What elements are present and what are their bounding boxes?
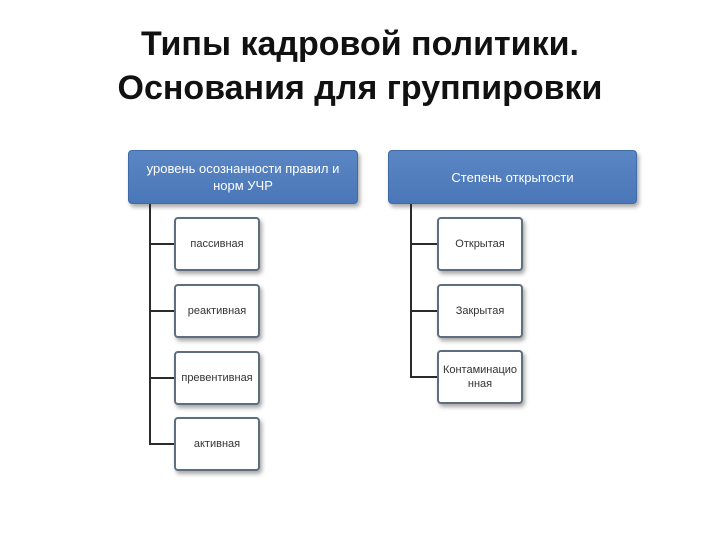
- right-connector-trunk: [410, 204, 412, 378]
- left-connector-branch: [149, 243, 174, 245]
- left-item-box: превентивная: [174, 351, 260, 405]
- right-connector-branch: [410, 243, 437, 245]
- right-item-box: Закрытая: [437, 284, 523, 338]
- left-header-box: уровень осознанности правил и норм УЧР: [128, 150, 358, 204]
- right-header-box: Степень открытости: [388, 150, 637, 204]
- right-connector-branch: [410, 376, 437, 378]
- right-item-box: Контаминацио нная: [437, 350, 523, 404]
- right-item-box: Открытая: [437, 217, 523, 271]
- right-connector-branch: [410, 310, 437, 312]
- slide-title: Типы кадровой политики. Основания для гр…: [0, 22, 720, 110]
- left-item-box: реактивная: [174, 284, 260, 338]
- left-connector-branch: [149, 377, 174, 379]
- left-item-box: пассивная: [174, 217, 260, 271]
- left-connector-trunk: [149, 204, 151, 445]
- left-item-box: активная: [174, 417, 260, 471]
- title-line-1: Типы кадровой политики.: [141, 25, 579, 63]
- left-connector-branch: [149, 310, 174, 312]
- left-connector-branch: [149, 443, 174, 445]
- title-line-2: Основания для группировки: [117, 69, 603, 107]
